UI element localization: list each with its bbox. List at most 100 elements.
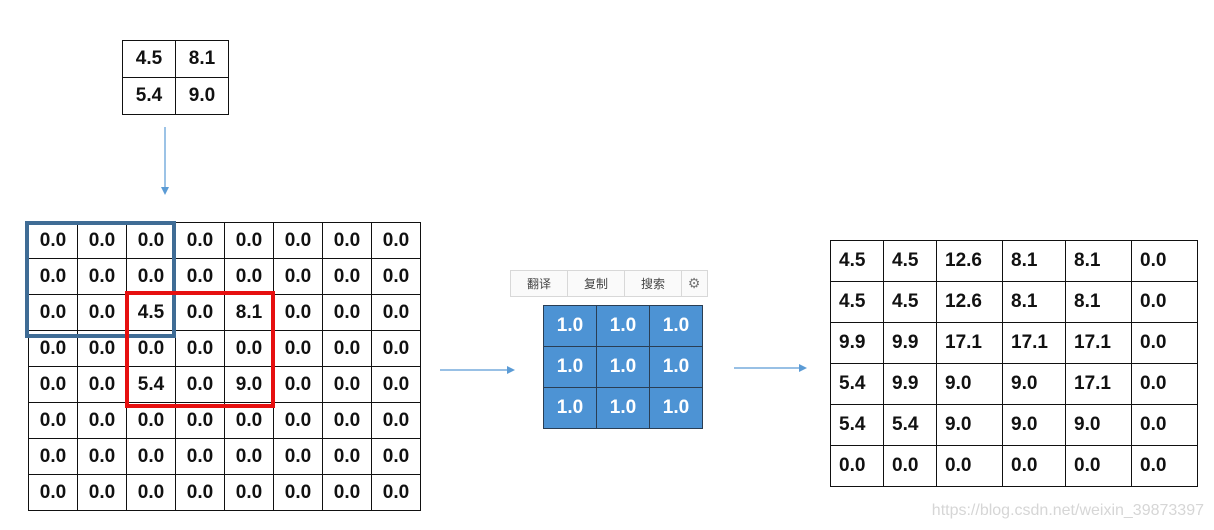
matrix-cell: 0.0 xyxy=(273,222,323,259)
matrix-row: 5.4 9.9 9.0 9.0 17.1 0.0 xyxy=(830,363,1198,405)
matrix-row: 0.0 0.0 0.0 0.0 0.0 0.0 0.0 0.0 xyxy=(28,222,421,259)
matrix-cell: 4.5 xyxy=(883,281,937,323)
matrix-cell: 0.0 xyxy=(77,402,127,439)
matrix-cell: 9.9 xyxy=(883,363,937,405)
matrix-cell: 9.0 xyxy=(1065,404,1132,446)
matrix-cell: 0.0 xyxy=(273,294,323,331)
matrix-cell: 0.0 xyxy=(28,402,78,439)
matrix-cell: 0.0 xyxy=(322,402,372,439)
matrix-cell: 0.0 xyxy=(371,222,421,259)
matrix-cell: 0.0 xyxy=(371,366,421,403)
matrix-cell: 4.5 xyxy=(122,40,176,78)
matrix-cell: 1.0 xyxy=(543,387,597,429)
matrix-cell: 5.4 xyxy=(830,363,884,405)
matrix-row: 5.4 9.0 xyxy=(122,77,229,115)
matrix-cell: 1.0 xyxy=(543,305,597,347)
matrix-cell: 0.0 xyxy=(322,438,372,475)
matrix-cell: 1.0 xyxy=(649,387,703,429)
matrix-cell: 8.1 xyxy=(224,294,274,331)
matrix-cell: 0.0 xyxy=(883,445,937,487)
matrix-cell: 0.0 xyxy=(1131,322,1198,364)
matrix-cell: 0.0 xyxy=(830,445,884,487)
matrix-cell: 17.1 xyxy=(1065,322,1132,364)
search-button[interactable]: 搜索 xyxy=(625,271,682,296)
matrix-cell: 9.9 xyxy=(883,322,937,364)
arrow-right-to-output xyxy=(734,364,807,372)
watermark: https://blog.csdn.net/weixin_39873397 xyxy=(931,502,1204,519)
matrix-cell: 0.0 xyxy=(224,474,274,511)
matrix-cell: 0.0 xyxy=(1131,281,1198,323)
matrix-row: 0.0 0.0 4.5 0.0 8.1 0.0 0.0 0.0 xyxy=(28,294,421,331)
matrix-cell: 0.0 xyxy=(322,222,372,259)
matrix-cell: 8.1 xyxy=(1002,281,1066,323)
matrix-cell: 1.0 xyxy=(649,346,703,388)
translate-button[interactable]: 翻译 xyxy=(511,271,568,296)
matrix-cell: 0.0 xyxy=(28,294,78,331)
gear-icon[interactable]: ⚙ xyxy=(687,275,701,292)
matrix-cell: 8.1 xyxy=(1002,240,1066,282)
matrix-cell: 4.5 xyxy=(883,240,937,282)
matrix-row: 4.5 8.1 xyxy=(122,40,229,78)
matrix-cell: 0.0 xyxy=(1131,363,1198,405)
matrix-cell: 9.0 xyxy=(936,363,1003,405)
matrix-cell: 0.0 xyxy=(273,402,323,439)
matrix-cell: 12.6 xyxy=(936,281,1003,323)
matrix-cell: 0.0 xyxy=(175,222,225,259)
matrix-cell: 0.0 xyxy=(224,330,274,367)
matrix-cell: 0.0 xyxy=(175,258,225,295)
matrix-cell: 0.0 xyxy=(224,258,274,295)
matrix-cell: 0.0 xyxy=(936,445,1003,487)
matrix-row: 4.5 4.5 12.6 8.1 8.1 0.0 xyxy=(830,240,1198,282)
matrix-cell: 9.0 xyxy=(936,404,1003,446)
matrix-cell: 1.0 xyxy=(596,387,650,429)
matrix-cell: 8.1 xyxy=(175,40,229,78)
matrix-row: 4.5 4.5 12.6 8.1 8.1 0.0 xyxy=(830,281,1198,323)
matrix-cell: 0.0 xyxy=(224,438,274,475)
matrix-cell: 9.0 xyxy=(175,77,229,115)
matrix-cell: 5.4 xyxy=(830,404,884,446)
matrix-cell: 0.0 xyxy=(224,222,274,259)
arrow-right-to-kernel xyxy=(440,366,515,374)
matrix-cell: 0.0 xyxy=(371,474,421,511)
matrix-cell: 0.0 xyxy=(322,366,372,403)
matrix-cell: 4.5 xyxy=(830,281,884,323)
matrix-row: 1.0 1.0 1.0 xyxy=(543,305,703,347)
matrix-cell: 0.0 xyxy=(77,366,127,403)
matrix-cell: 9.0 xyxy=(1002,363,1066,405)
matrix-cell: 0.0 xyxy=(1065,445,1132,487)
matrix-cell: 0.0 xyxy=(28,474,78,511)
matrix-cell: 1.0 xyxy=(543,346,597,388)
matrix-cell: 0.0 xyxy=(175,474,225,511)
matrix-cell: 0.0 xyxy=(175,402,225,439)
matrix-row: 0.0 0.0 0.0 0.0 0.0 0.0 0.0 0.0 xyxy=(28,258,421,295)
matrix-cell: 0.0 xyxy=(1131,445,1198,487)
matrix-row: 0.0 0.0 0.0 0.0 0.0 0.0 0.0 0.0 xyxy=(28,474,421,511)
matrix-cell: 0.0 xyxy=(1131,404,1198,446)
matrix-cell: 17.1 xyxy=(936,322,1003,364)
matrix-cell: 0.0 xyxy=(371,258,421,295)
matrix-cell: 9.0 xyxy=(1002,404,1066,446)
matrix-cell: 0.0 xyxy=(371,330,421,367)
matrix-cell: 8.1 xyxy=(1065,281,1132,323)
matrix-cell: 1.0 xyxy=(596,346,650,388)
padded-matrix: 0.0 0.0 0.0 0.0 0.0 0.0 0.0 0.0 0.0 0.0 … xyxy=(28,222,421,511)
matrix-cell: 8.1 xyxy=(1065,240,1132,282)
matrix-cell: 0.0 xyxy=(1002,445,1066,487)
matrix-cell: 17.1 xyxy=(1002,322,1066,364)
matrix-cell: 12.6 xyxy=(936,240,1003,282)
matrix-cell: 0.0 xyxy=(371,402,421,439)
copy-button[interactable]: 复制 xyxy=(568,271,625,296)
matrix-cell: 1.0 xyxy=(596,305,650,347)
matrix-row: 9.9 9.9 17.1 17.1 17.1 0.0 xyxy=(830,322,1198,364)
output-matrix: 4.5 4.5 12.6 8.1 8.1 0.0 4.5 4.5 12.6 8.… xyxy=(830,240,1198,487)
matrix-cell: 17.1 xyxy=(1065,363,1132,405)
arrow-down xyxy=(161,127,169,195)
matrix-cell: 0.0 xyxy=(126,438,176,475)
matrix-cell: 0.0 xyxy=(126,258,176,295)
kernel-matrix: 1.0 1.0 1.0 1.0 1.0 1.0 1.0 1.0 1.0 xyxy=(543,305,703,429)
matrix-cell: 9.9 xyxy=(830,322,884,364)
input-matrix: 4.5 8.1 5.4 9.0 xyxy=(122,40,229,115)
matrix-cell: 5.4 xyxy=(883,404,937,446)
matrix-row: 1.0 1.0 1.0 xyxy=(543,346,703,388)
